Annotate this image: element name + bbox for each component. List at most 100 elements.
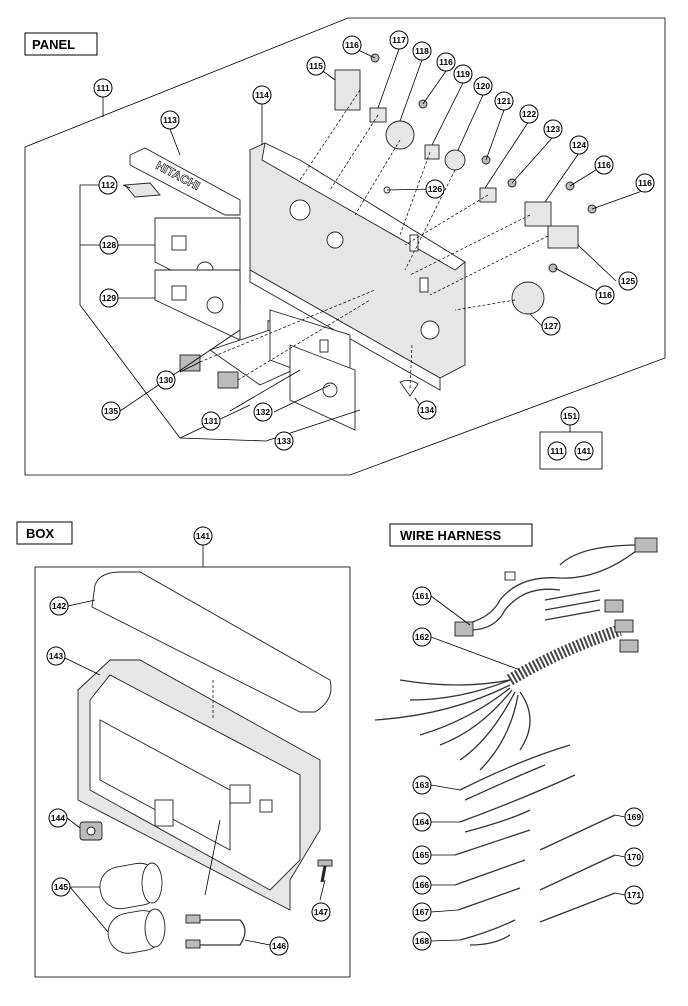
- svg-text:111: 111: [96, 83, 110, 93]
- callout-116-a: 116: [342, 35, 362, 55]
- assembly-lines: [199, 89, 549, 389]
- receptacle-118: [385, 120, 415, 150]
- components: [334, 53, 597, 397]
- callout-130: 130: [156, 370, 176, 390]
- wingnut-134: [399, 379, 419, 397]
- callout-169: 169: [624, 807, 644, 827]
- svg-text:128: 128: [102, 240, 116, 250]
- cables-169-171: [539, 814, 616, 923]
- svg-text:117: 117: [392, 35, 406, 45]
- callout-128: 128: [99, 235, 119, 255]
- callout-127: 127: [541, 316, 561, 336]
- svg-text:135: 135: [104, 406, 118, 416]
- svg-text:144: 144: [51, 813, 65, 823]
- wire-146: [190, 919, 246, 946]
- svg-text:113: 113: [163, 115, 177, 125]
- callout-132: 132: [253, 402, 273, 422]
- svg-text:141: 141: [577, 446, 591, 456]
- callout-163: 163: [412, 775, 432, 795]
- harness-161: [454, 537, 658, 637]
- capacitors-145: [99, 862, 166, 954]
- svg-text:145: 145: [54, 882, 68, 892]
- cover-142: [91, 571, 332, 713]
- callout-125: 125: [618, 271, 638, 291]
- callout-133: 133: [274, 431, 294, 451]
- callout-164: 164: [412, 812, 432, 832]
- svg-text:130: 130: [159, 375, 173, 385]
- callout-114: 114: [252, 85, 272, 105]
- callout-141: 141: [193, 526, 213, 546]
- panel-section: PANEL HITACHI: [24, 17, 666, 476]
- decal-131-133: [209, 309, 356, 431]
- callout-165: 165: [412, 845, 432, 865]
- svg-text:171: 171: [627, 890, 641, 900]
- callout-151: 151: [560, 406, 580, 426]
- callouts: 111 112 113 114 115 116 117 118 116 119 …: [46, 30, 655, 956]
- callout-135: 135: [101, 401, 121, 421]
- callout-171: 171: [624, 885, 644, 905]
- svg-text:119: 119: [456, 69, 470, 79]
- svg-text:170: 170: [627, 852, 641, 862]
- capacitor-124: [524, 201, 552, 227]
- svg-text:121: 121: [497, 96, 511, 106]
- panel-label: PANEL: [32, 37, 75, 52]
- callout-167: 167: [412, 902, 432, 922]
- svg-text:116: 116: [638, 178, 652, 188]
- callout-146: 146: [269, 936, 289, 956]
- svg-text:126: 126: [428, 184, 442, 194]
- svg-text:166: 166: [415, 880, 429, 890]
- svg-text:167: 167: [415, 907, 429, 917]
- box-housing-143: [77, 659, 321, 911]
- harness-label: WIRE HARNESS: [400, 528, 501, 543]
- callout-123: 123: [543, 119, 563, 139]
- svg-text:164: 164: [415, 817, 429, 827]
- callout-168: 168: [412, 931, 432, 951]
- svg-text:116: 116: [597, 160, 611, 170]
- svg-text:122: 122: [522, 109, 536, 119]
- wire-harness-section: WIRE HARNESS: [374, 523, 658, 946]
- harness-label-box: [389, 523, 533, 547]
- callout-151-111: 111: [547, 441, 567, 461]
- svg-text:116: 116: [598, 290, 612, 300]
- kit-151-box: [539, 431, 603, 470]
- callout-166: 166: [412, 875, 432, 895]
- svg-text:129: 129: [102, 293, 116, 303]
- svg-text:115: 115: [309, 61, 323, 71]
- callout-126: 126: [425, 179, 445, 199]
- svg-text:127: 127: [544, 321, 558, 331]
- callout-147: 147: [311, 902, 331, 922]
- box-leaders: [64, 599, 326, 946]
- part-119: [424, 144, 440, 160]
- svg-text:134: 134: [420, 405, 434, 415]
- svg-text:114: 114: [255, 90, 269, 100]
- callout-122: 122: [519, 104, 539, 124]
- box-label: BOX: [26, 526, 55, 541]
- callout-113: 113: [160, 110, 180, 130]
- svg-text:125: 125: [621, 276, 635, 286]
- svg-text:112: 112: [101, 180, 115, 190]
- svg-text:116: 116: [345, 40, 359, 50]
- callout-119: 119: [453, 64, 473, 84]
- svg-text:141: 141: [196, 531, 210, 541]
- callout-116-b: 116: [436, 52, 456, 72]
- callout-121: 121: [494, 91, 514, 111]
- svg-text:118: 118: [415, 46, 429, 56]
- svg-text:131: 131: [204, 416, 218, 426]
- svg-text:124: 124: [572, 140, 586, 150]
- svg-text:133: 133: [277, 436, 291, 446]
- box-frame: [34, 566, 351, 978]
- svg-text:142: 142: [52, 601, 66, 611]
- panel-label-box: [24, 32, 98, 56]
- svg-text:111: 111: [550, 446, 564, 456]
- svg-text:161: 161: [415, 591, 429, 601]
- label-112-shape: [124, 182, 161, 198]
- svg-text:151: 151: [563, 411, 577, 421]
- screw-147: [317, 859, 333, 883]
- callout-116-d: 116: [635, 173, 655, 193]
- callout-116-c: 116: [594, 155, 614, 175]
- callout-162: 162: [412, 627, 432, 647]
- callout-112: 112: [98, 175, 118, 195]
- svg-text:147: 147: [314, 907, 328, 917]
- box-label-box: [16, 521, 73, 545]
